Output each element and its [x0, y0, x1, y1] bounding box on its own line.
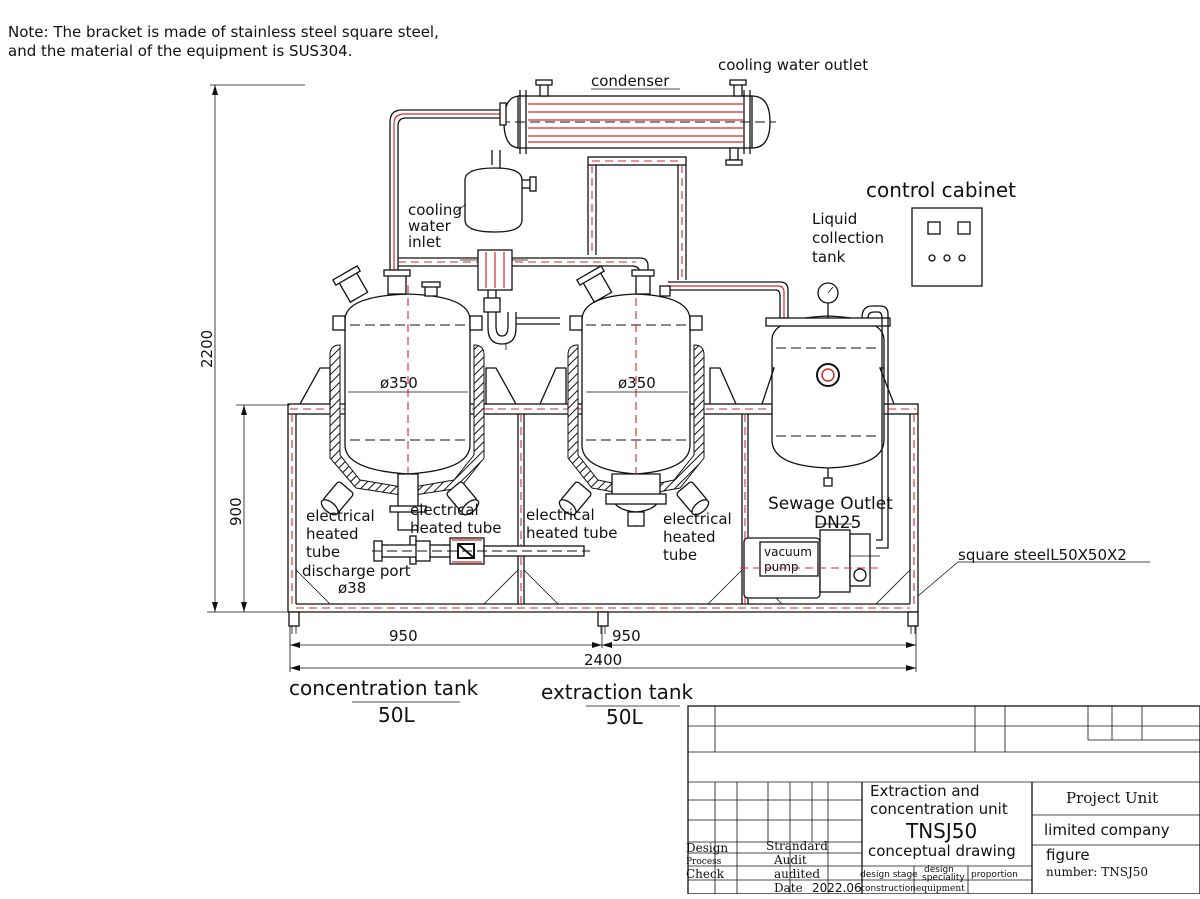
label-cooling-2: water	[408, 217, 452, 235]
label-eht2-a: electrical	[410, 501, 479, 519]
label-discharge-diameter: ø38	[338, 579, 366, 597]
label-eht2-b: heated tube	[410, 519, 501, 537]
tb-model: TNSJ50	[905, 819, 977, 843]
label-sewage-outlet: Sewage Outlet	[768, 494, 893, 514]
dim-width-total: 2400	[584, 651, 622, 669]
label-eht1-b: heated	[306, 525, 359, 543]
tb-date: Date	[774, 881, 803, 894]
condenser	[500, 79, 776, 166]
collection-receiver	[460, 167, 560, 350]
label-discharge-port: discharge port	[302, 562, 411, 580]
tb-design: Design	[686, 841, 728, 855]
dim-height-frame: 900	[227, 497, 245, 526]
label-eht4-b: heated	[663, 528, 716, 546]
label-condenser: condenser	[591, 72, 670, 90]
tb-title-1: Extraction and	[870, 782, 980, 800]
tb-audit: Audit	[773, 853, 807, 867]
label-liquid-3: tank	[812, 248, 846, 266]
extraction-tank	[539, 265, 737, 530]
note-line-2: and the material of the equipment is SUS…	[8, 42, 352, 60]
tb-check: Check	[686, 867, 725, 881]
label-vacuum: vacuum	[764, 545, 812, 559]
dim-width-mid: 950	[612, 627, 641, 645]
caption-concentration-volume: 50L	[378, 703, 415, 727]
note-line-1: Note: The bracket is made of stainless s…	[8, 23, 439, 41]
tb-standard: Strandard	[766, 839, 828, 853]
tb-project-unit: Project Unit	[1066, 789, 1158, 807]
label-diameter-mid: ø350	[618, 374, 656, 392]
tb-design-speciality-2: speciality	[922, 873, 965, 883]
tb-figure-label: figure	[1046, 846, 1090, 864]
dim-width-left: 950	[389, 627, 418, 645]
label-eht4-a: electrical	[663, 510, 732, 528]
discharge-line	[372, 537, 590, 565]
label-eht3-b: heated tube	[526, 524, 617, 542]
label-square-steel: square steelL50X50X2	[958, 546, 1127, 564]
label-pump: pump	[764, 560, 799, 574]
tb-title-2: concentration unit	[870, 800, 1008, 818]
tb-construction: construction	[860, 884, 916, 894]
label-cooling-3: inlet	[408, 233, 441, 251]
label-liquid-2: collection	[812, 229, 884, 247]
label-control-cabinet: control cabinet	[866, 178, 1016, 202]
caption-concentration-tank: concentration tank	[289, 676, 479, 700]
control-cabinet	[911, 207, 983, 287]
caption-extraction-tank: extraction tank	[541, 680, 694, 704]
concentration-tank	[299, 265, 517, 565]
label-eht1-c: tube	[306, 543, 340, 561]
label-eht3-a: electrical	[526, 506, 595, 524]
tb-equipment: equipment	[916, 884, 965, 894]
tb-design-speciality-1: design	[924, 865, 954, 875]
piping	[389, 102, 789, 318]
label-diameter-left: ø350	[380, 374, 418, 392]
tb-process: Process	[686, 857, 722, 867]
tb-date-value: 2022.06	[812, 881, 862, 894]
tb-company: limited company	[1044, 821, 1170, 839]
tb-drawing-type: conceptual drawing	[868, 842, 1016, 860]
label-eht1-a: electrical	[306, 507, 375, 525]
tb-design-stage: design stage	[860, 870, 918, 880]
label-cooling-1: cooling	[408, 201, 462, 219]
vacuum-pump	[740, 523, 880, 599]
label-liquid-1: Liquid	[812, 210, 857, 228]
tb-audited: audited	[774, 867, 820, 881]
title-block	[687, 705, 1200, 895]
caption-extraction-volume: 50L	[606, 705, 643, 729]
tb-proportion: proportion	[971, 870, 1018, 880]
label-sewage-dn: DN25	[814, 513, 861, 533]
liquid-collection-tank	[761, 282, 895, 549]
tb-figure-number: number: TNSJ50	[1046, 865, 1148, 879]
label-cooling-water-outlet: cooling water outlet	[718, 56, 868, 74]
dimension-lines	[207, 84, 917, 672]
dim-height-total: 2200	[198, 330, 216, 368]
label-eht4-c: tube	[663, 546, 697, 564]
